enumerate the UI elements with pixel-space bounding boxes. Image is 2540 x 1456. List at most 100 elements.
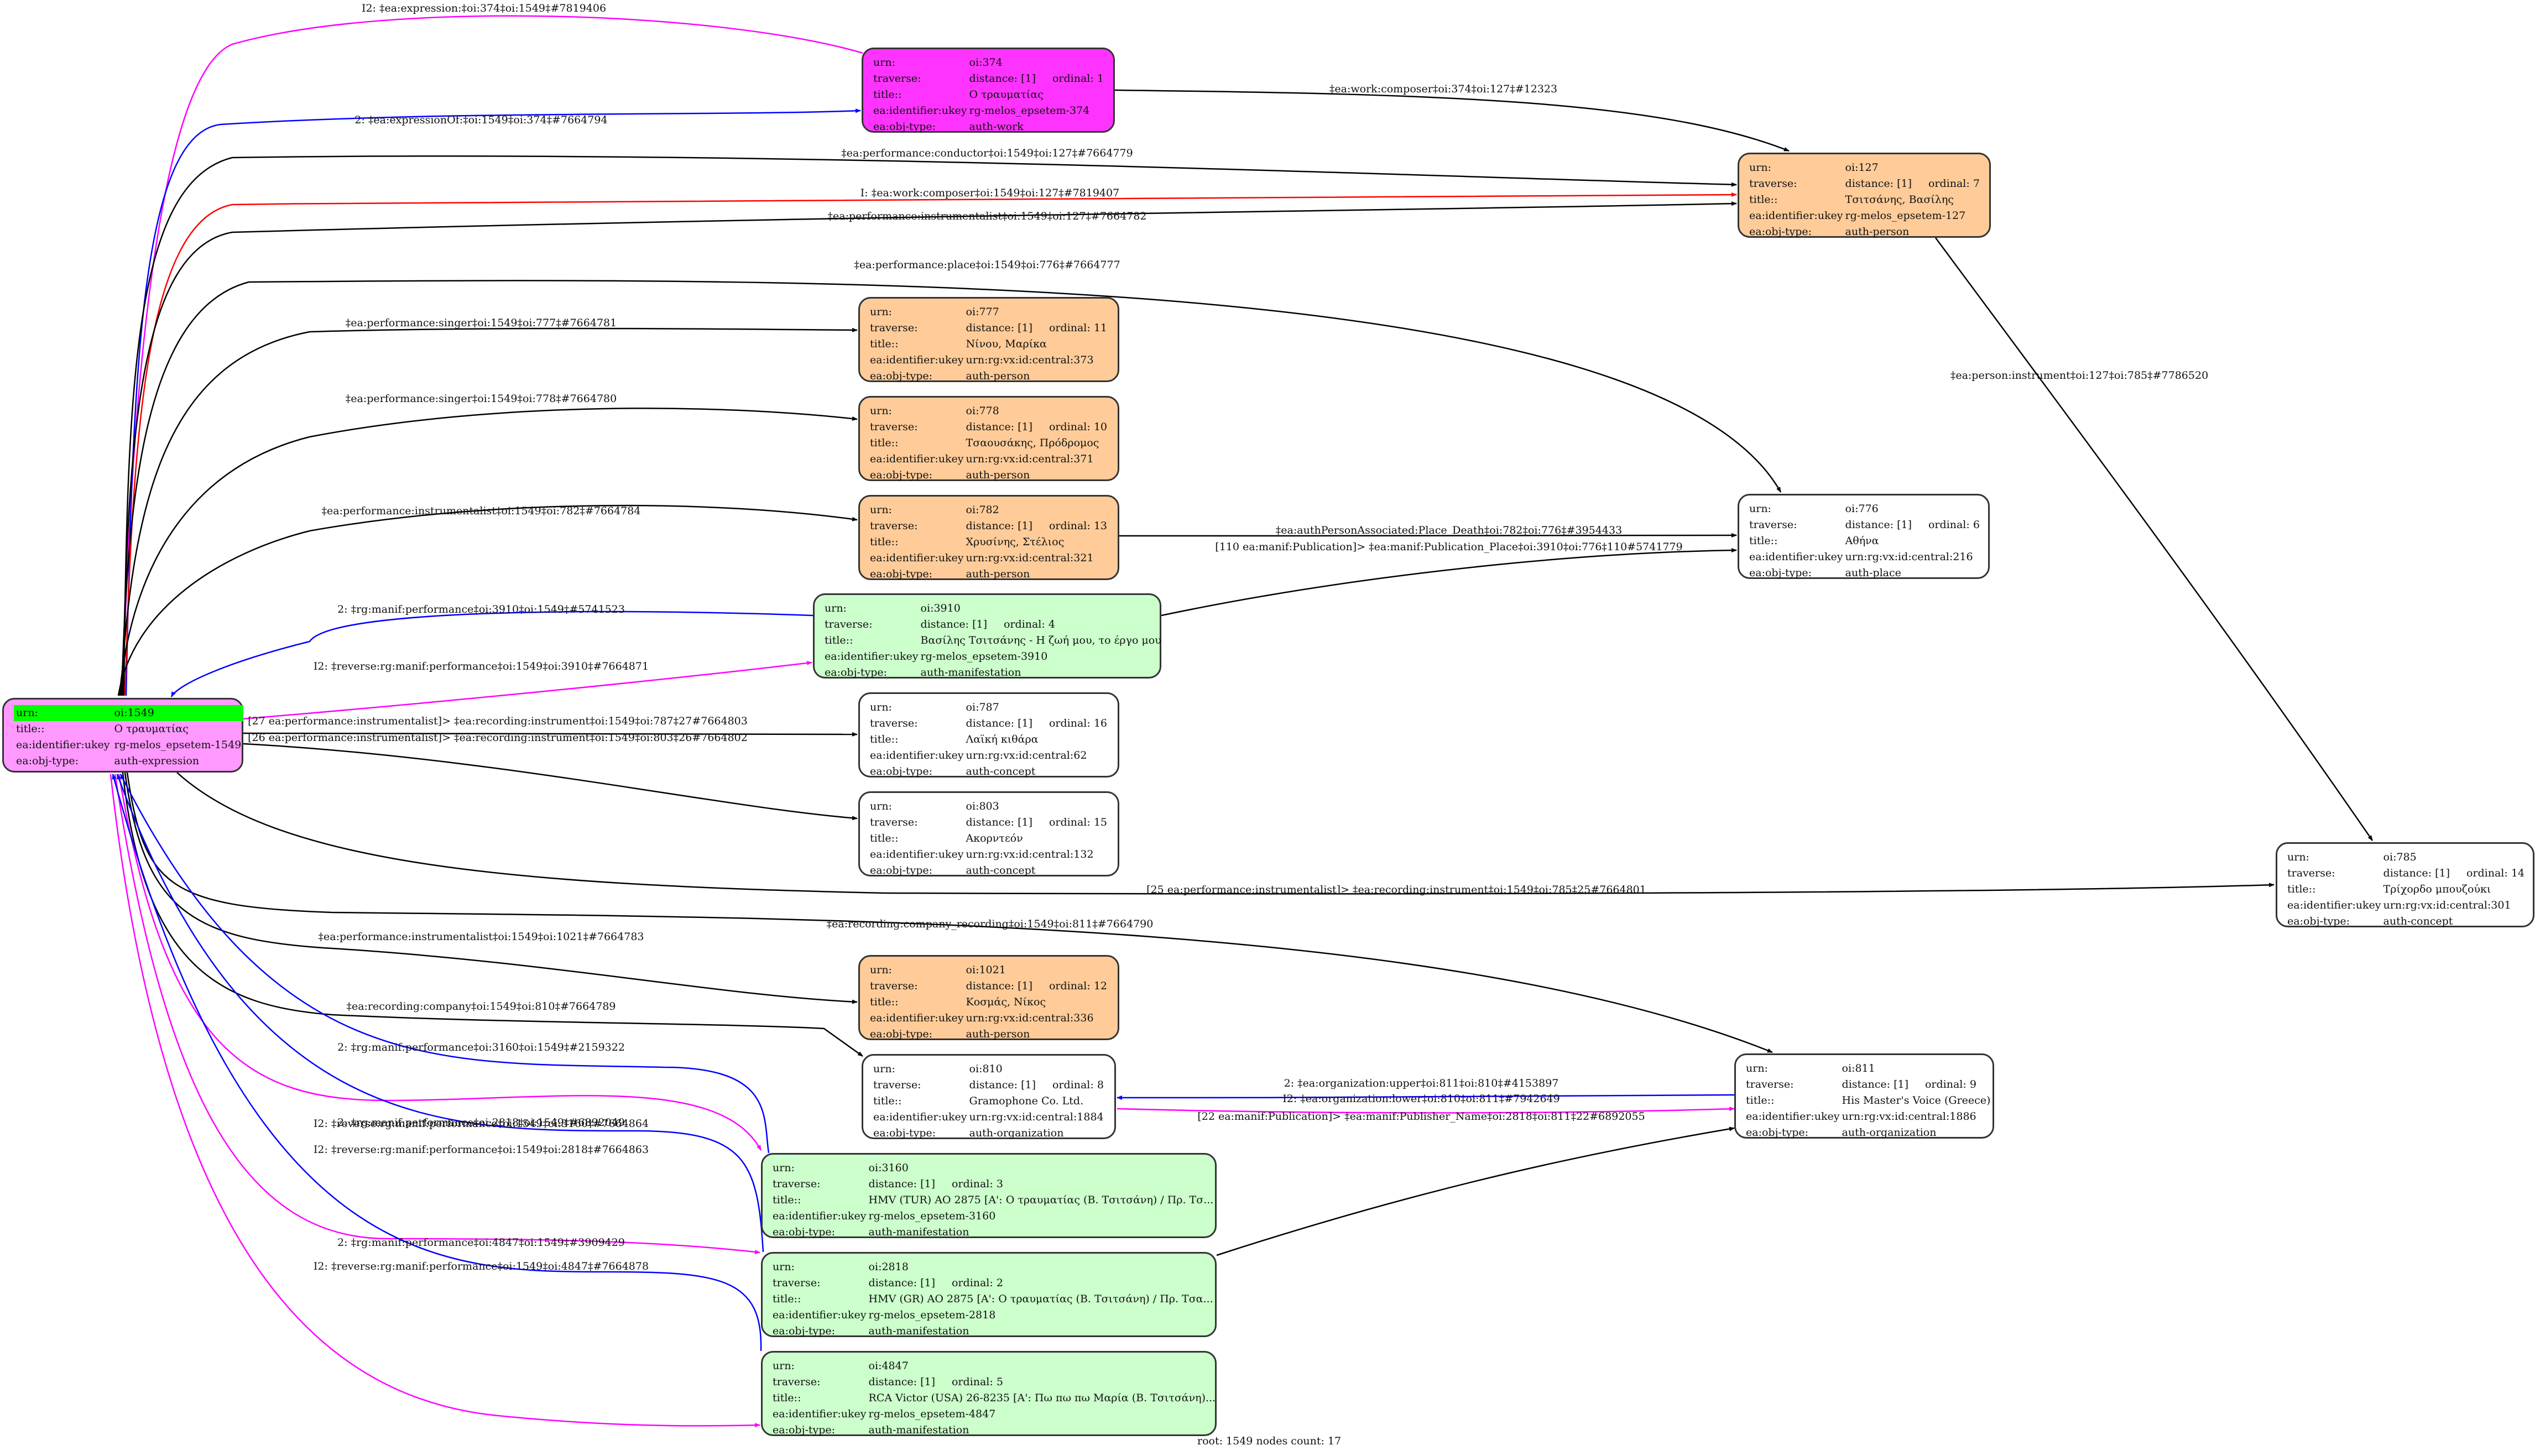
node-oi-1549[interactable]: urn:oi:1549 title::Ο τραυματίας ea:ident… bbox=[2, 698, 244, 773]
node-key: traverse: bbox=[870, 717, 918, 729]
node-ukey: rg-melos_epsetem-374 bbox=[969, 105, 1090, 117]
edge-label: I: ‡ea:work:composer‡oi:1549‡oi:127‡#781… bbox=[860, 187, 1120, 199]
node-key: title:: bbox=[873, 1095, 902, 1107]
edge-e18 bbox=[176, 772, 2275, 895]
node-ordinal: ordinal: 11 bbox=[1049, 322, 1108, 334]
node-traverse: distance: [1]ordinal: 9 bbox=[1842, 1077, 1993, 1093]
node-ukey: urn:rg:vx:id:central:336 bbox=[966, 1012, 1094, 1024]
node-distance: distance: [1] bbox=[920, 618, 987, 630]
node-urn: oi:777 bbox=[966, 306, 999, 318]
node-distance: distance: [1] bbox=[969, 1079, 1036, 1091]
node-ukey: rg-melos_epsetem-127 bbox=[1845, 210, 1966, 222]
node-ordinal: ordinal: 13 bbox=[1049, 520, 1108, 532]
node-objtype: auth-expression bbox=[114, 755, 200, 767]
node-key: ea:obj-type: bbox=[870, 568, 933, 580]
node-key: title:: bbox=[870, 338, 899, 350]
node-urn: oi:787 bbox=[966, 701, 999, 713]
node-urn: oi:785 bbox=[2383, 851, 2417, 863]
node-ordinal: ordinal: 1 bbox=[1052, 72, 1104, 85]
node-traverse: distance: [1]ordinal: 10 bbox=[966, 419, 1109, 435]
node-key: ea:obj-type: bbox=[1749, 226, 1812, 238]
node-objtype: auth-person bbox=[966, 1028, 1030, 1040]
node-distance: distance: [1] bbox=[966, 980, 1032, 992]
edge-e2 bbox=[125, 108, 861, 696]
node-title: Τσαουσάκης, Πρόδρομος bbox=[966, 437, 1099, 449]
node-ordinal: ordinal: 8 bbox=[1052, 1079, 1104, 1091]
node-key: ea:identifier:ukey bbox=[870, 848, 964, 860]
node-key: traverse: bbox=[1749, 519, 1797, 531]
node-distance: distance: [1] bbox=[1845, 178, 1912, 190]
node-ukey: rg-melos_epsetem-2818 bbox=[868, 1309, 996, 1321]
node-distance: distance: [1] bbox=[966, 816, 1032, 828]
node-ukey: rg-melos_epsetem-4847 bbox=[868, 1408, 996, 1420]
edge-e15 bbox=[243, 661, 812, 720]
node-urn: oi:374 bbox=[969, 56, 1003, 69]
node-key: ea:identifier:ukey bbox=[16, 739, 110, 751]
node-distance: distance: [1] bbox=[868, 1376, 935, 1388]
node-key: ea:identifier:ukey bbox=[2287, 899, 2381, 911]
node-key: urn: bbox=[773, 1162, 795, 1174]
edge-label: ‡ea:authPersonAssociated:Place_Death‡oi:… bbox=[1275, 524, 1623, 536]
node-title: His Master's Voice (Greece) bbox=[1842, 1094, 1991, 1107]
node-key: urn: bbox=[873, 56, 895, 69]
node-distance: distance: [1] bbox=[966, 322, 1032, 334]
node-ordinal: ordinal: 12 bbox=[1049, 980, 1108, 992]
node-key: urn: bbox=[825, 602, 847, 614]
node-key: urn: bbox=[2287, 851, 2309, 863]
node-ordinal: ordinal: 4 bbox=[1003, 618, 1055, 630]
node-key: title:: bbox=[1749, 535, 1778, 547]
edge-e7 bbox=[121, 280, 1782, 696]
node-key: traverse: bbox=[870, 816, 918, 828]
node-traverse: distance: [1]ordinal: 6 bbox=[1845, 517, 1982, 533]
node-key: ea:obj-type: bbox=[773, 1325, 836, 1337]
edge-e22 bbox=[1117, 1094, 1735, 1100]
node-objtype: auth-organization bbox=[969, 1127, 1064, 1139]
edge-label: I2: ‡ea:organization:lower‡oi:810‡oi:811… bbox=[1282, 1093, 1560, 1105]
edge-e10 bbox=[117, 504, 858, 696]
node-ukey: urn:rg:vx:id:central:321 bbox=[966, 552, 1094, 564]
edge-e30 bbox=[109, 774, 760, 1428]
graph-footer: root: 1549 nodes count: 17 bbox=[1197, 1435, 1342, 1447]
node-key: ea:identifier:ukey bbox=[870, 552, 964, 564]
node-title: Αθήνα bbox=[1845, 535, 1879, 547]
node-objtype: auth-person bbox=[966, 370, 1030, 382]
node-key: ea:obj-type: bbox=[825, 666, 888, 679]
node-key: ea:identifier:ukey bbox=[870, 749, 964, 761]
node-title: Τρίχορδο μπουζούκι bbox=[2383, 883, 2491, 895]
edge-e25 bbox=[119, 774, 770, 1154]
node-urn: oi:803 bbox=[966, 800, 999, 812]
node-objtype: auth-concept bbox=[2383, 915, 2453, 927]
node-key: ea:identifier:ukey bbox=[1749, 551, 1843, 563]
node-key: title:: bbox=[1746, 1094, 1775, 1107]
node-objtype: auth-person bbox=[966, 469, 1030, 481]
edge-label: [22 ea:manif:Publication]> ‡ea:manif:Pub… bbox=[1197, 1110, 1645, 1123]
edge-label: ‡ea:performance:instrumentalist‡oi:1549‡… bbox=[318, 931, 644, 943]
node-distance: distance: [1] bbox=[868, 1178, 935, 1190]
node-key: ea:identifier:ukey bbox=[773, 1408, 867, 1420]
node-title: Ακορντεόν bbox=[966, 832, 1023, 844]
node-key: title:: bbox=[870, 536, 899, 548]
node-ukey: urn:rg:vx:id:central:301 bbox=[2383, 899, 2511, 911]
node-urn: oi:3910 bbox=[920, 602, 961, 614]
node-distance: distance: [1] bbox=[1845, 519, 1912, 531]
node-title: Νίνου, Μαρίκα bbox=[966, 338, 1047, 350]
node-key: traverse: bbox=[873, 1079, 921, 1091]
node-key: title:: bbox=[1749, 194, 1778, 206]
